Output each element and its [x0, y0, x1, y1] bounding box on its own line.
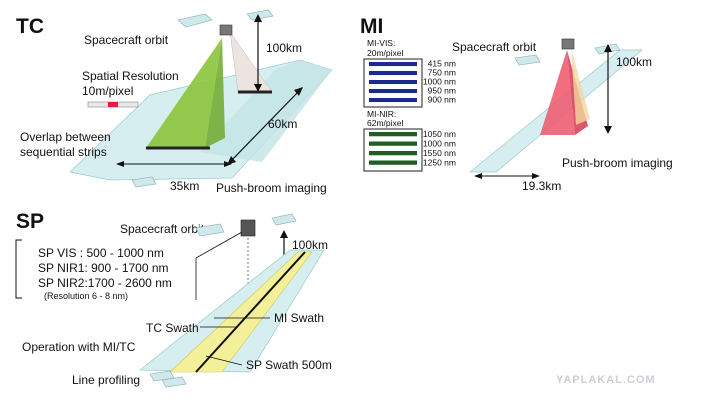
- tc-title: TC: [16, 15, 44, 38]
- mi-altitude-label: 100km: [616, 55, 652, 69]
- sp-panel: SP Spacecraft orbit 100km SP VIS : 500 -…: [15, 210, 332, 388]
- sp-operation-label: Operation with MI/TC: [22, 340, 136, 354]
- tc-spatial-resolution-value: 10m/pixel: [82, 84, 133, 98]
- mi-vis-band-label: 415 nm: [428, 59, 456, 69]
- mi-swath-arrowhead: [474, 173, 482, 179]
- sp-altitude-arrowhead-up: [280, 230, 288, 238]
- tc-green-beam: [146, 38, 222, 148]
- mi-nir-band-label: 1000 nm: [423, 138, 456, 148]
- tc-altitude-arrowhead-up: [254, 14, 262, 22]
- tc-panel: TC Spacecraft orbit 100km 60km Spatial R…: [16, 9, 333, 195]
- mi-nir-band-label: 1050 nm: [423, 129, 456, 139]
- tc-overlap-strip: [200, 60, 332, 162]
- sp-swath-label: SP Swath 500m: [246, 358, 332, 372]
- sp-altitude-label: 100km: [292, 238, 328, 252]
- mi-nir-band-stripe: [369, 132, 417, 137]
- mi-vis-band-stripe: [369, 71, 417, 76]
- mi-vis-band-stripe: [369, 80, 417, 85]
- mi-vis-band-stripe: [369, 98, 417, 103]
- sp-swath-leader: [205, 355, 243, 366]
- mi-red-beam: [540, 50, 575, 135]
- sp-satellite-panel-icon-2: [271, 213, 297, 226]
- mi-spacecraft-orbit-label: Spacecraft orbit: [452, 40, 537, 54]
- tc-ground-patch-icon: [131, 176, 157, 188]
- sp-spec-nir2: SP NIR2:1700 - 2600 nm: [38, 276, 172, 290]
- mi-nir-band-stripe: [369, 151, 417, 156]
- tc-length-label: 60km: [268, 117, 297, 131]
- mi-vis-band-label: 950 nm: [428, 86, 456, 96]
- mi-title: MI: [360, 15, 383, 38]
- mi-swath-arrowhead-2: [532, 173, 540, 179]
- tc-spatial-resolution-label: Spatial Resolution: [82, 69, 179, 83]
- mi-altitude-arrowhead-down: [604, 126, 612, 134]
- tc-imaging-mode-label: Push-broom imaging: [216, 181, 327, 195]
- sp-spec-nir1: SP NIR1: 900 - 1700 nm: [38, 261, 169, 275]
- mi-satellite-panel-icon: [514, 54, 541, 66]
- tc-satellite-panel-icon-2: [246, 9, 274, 21]
- mi-nir-resolution: 62m/pixel: [367, 118, 403, 128]
- mi-vis-band-label: 900 nm: [428, 95, 456, 105]
- mi-nir-band-label: 1250 nm: [423, 157, 456, 167]
- mi-imaging-mode-label: Push-broom imaging: [562, 156, 673, 170]
- mi-vis-band-label: 1000 nm: [423, 77, 456, 87]
- sp-spec-bracket: [15, 239, 22, 299]
- mi-yellow-beam: [571, 48, 590, 125]
- sp-spacecraft-orbit-label: Spacecraft orbit: [120, 222, 205, 236]
- tc-length-arrowhead: [294, 87, 303, 96]
- tc-length-arrow: [229, 89, 301, 163]
- sp-spec-vis: SP VIS : 500 - 1000 nm: [38, 246, 164, 260]
- sp-satellite-panel-icon: [195, 223, 225, 237]
- tc-swath-width-label: 35km: [170, 179, 199, 193]
- sp-resolution-note: (Resolution 6 - 8 nm): [44, 291, 128, 301]
- sp-title: SP: [16, 210, 44, 233]
- sp-spacecraft-icon: [240, 219, 256, 237]
- sp-line-profiling-label: Line profiling: [72, 373, 140, 387]
- sp-ground-patch-icon-2: [161, 376, 187, 388]
- sp-profiling-line: [195, 251, 306, 373]
- sp-spec-leader: [195, 231, 243, 259]
- mi-vis-band-label: 750 nm: [428, 68, 456, 78]
- mi-altitude-arrowhead-up: [604, 44, 612, 52]
- mi-nir-band-label: 1550 nm: [423, 148, 456, 158]
- mi-vis-label: MI-VIS:: [367, 38, 395, 48]
- watermark: YAPLAKAL.COM: [556, 374, 656, 386]
- mi-nir-band-stripe: [369, 160, 417, 165]
- tc-green-beam-side: [205, 38, 225, 148]
- tc-length-arrowhead-2: [227, 156, 236, 165]
- tc-pixel-highlight: [108, 102, 118, 107]
- sp-mi-swath-label: MI Swath: [274, 311, 324, 325]
- tc-overlap-label-2: sequential strips: [20, 145, 107, 159]
- tc-swath-arrowhead: [116, 161, 124, 167]
- tc-altitude-arrowhead-down: [254, 84, 262, 92]
- tc-spacecraft-orbit-label: Spacecraft orbit: [84, 33, 169, 47]
- mi-nir-band-stripe: [369, 141, 417, 146]
- mi-spacecraft-icon: [561, 38, 575, 50]
- tc-altitude-label: 100km: [266, 41, 302, 55]
- sp-tc-swath-label: TC Swath: [146, 321, 199, 335]
- mi-vis-resolution: 20m/pixel: [367, 48, 403, 58]
- tc-swath-arrowhead-2: [224, 161, 232, 167]
- mi-swath-width-label: 19.3km: [522, 179, 561, 193]
- mi-nir-label: MI-NIR:: [367, 109, 396, 119]
- tc-satellite-panel-icon: [177, 13, 213, 28]
- tc-spacecraft-icon: [219, 24, 233, 36]
- tc-overlap-label: Overlap between: [20, 130, 111, 144]
- mi-vis-band-stripe: [369, 89, 417, 94]
- mi-vis-band-stripe: [369, 62, 417, 67]
